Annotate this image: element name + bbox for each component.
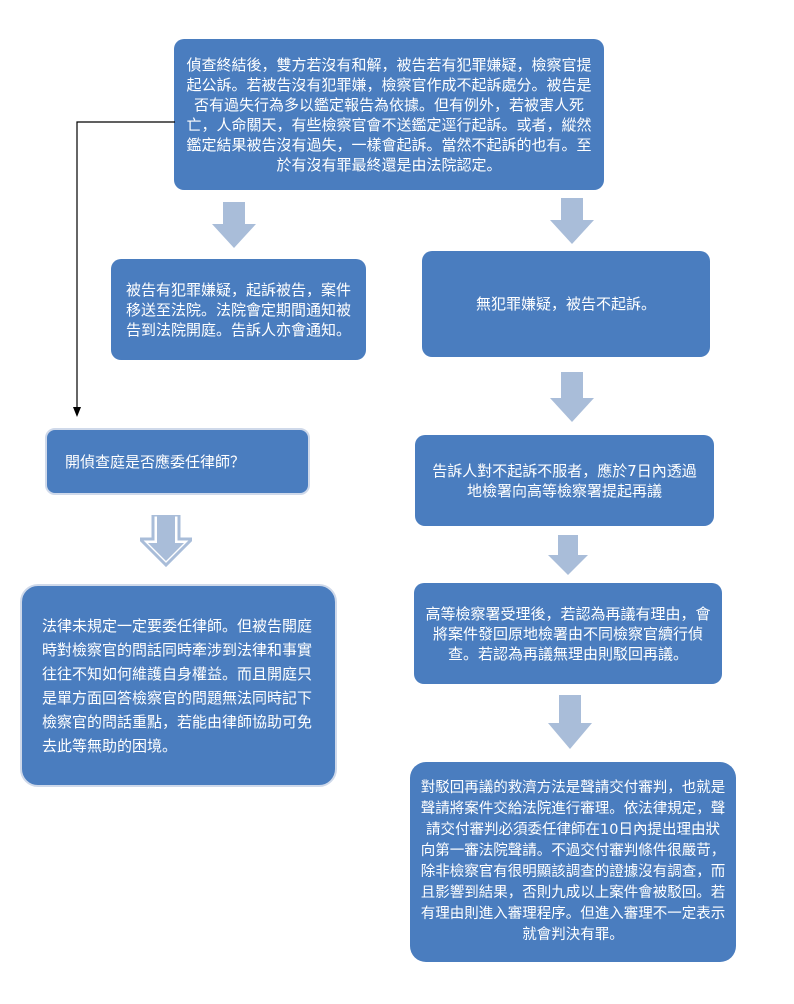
node-indicted: 被告有犯罪嫌疑，起訴被告，案件移送至法院。法院會定期間通知被告到法院開庭。告訴人… [111, 259, 366, 360]
node-not-indicted: 無犯罪嫌疑，被告不起訴。 [422, 251, 710, 357]
node-hearing-question-text: 開偵查庭是否應委任律師？ [65, 452, 246, 471]
node-appeal: 告訴人對不起訴不服者，應於7日內透過地檢署向高等檢察署提起再議 [415, 435, 714, 526]
arrow-down-icon [212, 202, 256, 248]
node-appeal-text: 告訴人對不起訴不服者，應於7日內透過地檢署向高等檢察署提起再議 [432, 461, 697, 500]
arrow-down-icon [548, 535, 588, 575]
node-high-office-text: 高等檢察署受理後，若認為再議有理由，會將案件發回原地檢署由不同檢察官續行偵查。若… [425, 604, 711, 663]
node-hearing-question: 開偵查庭是否應委任律師？ [45, 428, 310, 495]
node-remedy-text: 對駁回再議的救濟方法是聲請交付審判，也就是聲請將案件交給法院進行審理。依法律規定… [420, 780, 726, 943]
connector-line [73, 121, 175, 417]
node-investigation-result-text: 偵查終結後，雙方若沒有和解，被告若有犯罪嫌疑，檢察官提起公訴。若被告沒有犯罪嫌，… [186, 55, 592, 174]
arrow-down-icon [550, 372, 594, 422]
node-lawyer-answer: 法律未規定一定要委任律師。但被告開庭時對檢察官的問話同時牽涉到法律和事實往往不知… [20, 584, 337, 787]
node-not-indicted-text: 無犯罪嫌疑，被告不起訴。 [475, 295, 656, 313]
node-indicted-text: 被告有犯罪嫌疑，起訴被告，案件移送至法院。法院會定期間通知被告到法院開庭。告訴人… [125, 280, 351, 339]
node-high-office: 高等檢察署受理後，若認為再議有理由，會將案件發回原地檢署由不同檢察官續行偵查。若… [414, 583, 722, 684]
arrow-down-icon [550, 198, 594, 244]
arrow-down-icon [548, 695, 592, 749]
node-investigation-result: 偵查終結後，雙方若沒有和解，被告若有犯罪嫌疑，檢察官提起公訴。若被告沒有犯罪嫌，… [174, 39, 604, 190]
arrow-down-icon [140, 515, 192, 567]
node-remedy: 對駁回再議的救濟方法是聲請交付審判，也就是聲請將案件交給法院進行審理。依法律規定… [410, 762, 736, 962]
node-lawyer-answer-text: 法律未規定一定要委任律師。但被告開庭時對檢察官的問話同時牽涉到法律和事實往往不知… [42, 616, 313, 755]
